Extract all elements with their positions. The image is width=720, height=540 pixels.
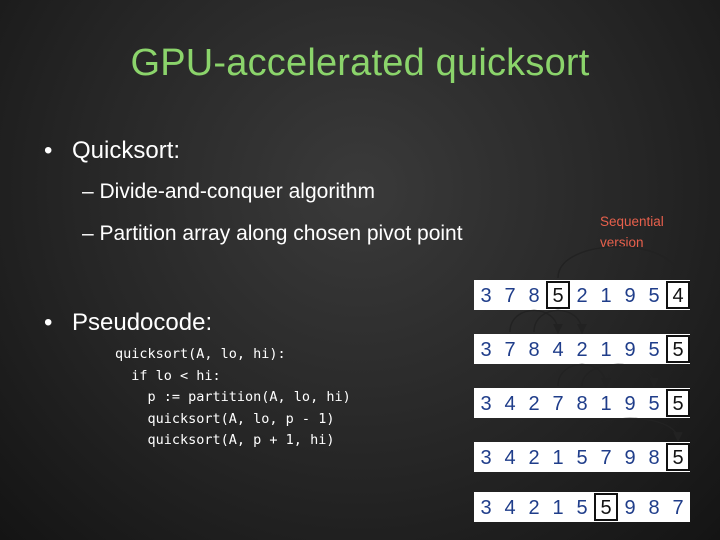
array-cell-value: 2 — [528, 447, 539, 469]
label-line: version — [600, 235, 644, 250]
code-line: quicksort(A, lo, p - 1) — [115, 410, 335, 427]
array-row-background — [474, 388, 690, 418]
array-cell-value: 4 — [552, 339, 563, 361]
array-cell-value: 8 — [648, 497, 659, 519]
bullet-pseudocode-text: Pseudocode: — [72, 309, 213, 336]
array-cell-value: 1 — [552, 447, 563, 469]
sequential-version-label: Sequential version — [600, 211, 700, 253]
array-cell-value: 3 — [480, 285, 491, 307]
array-cell-value: 8 — [528, 339, 539, 361]
array-cell-value: 4 — [672, 285, 683, 307]
array-cell-value: 2 — [528, 393, 539, 415]
array-cell-value: 9 — [624, 339, 635, 361]
pivot-box — [546, 281, 570, 309]
bullet-quicksort-text: Quicksort: — [72, 137, 181, 164]
array-cell-value: 3 — [480, 339, 491, 361]
array-cell-value: 8 — [576, 393, 587, 415]
array-cell-value: 5 — [552, 285, 563, 307]
array-cell-value: 9 — [624, 393, 635, 415]
sub-bullet-partition: – Partition array along chosen pivot poi… — [82, 222, 463, 245]
array-cell-value: 5 — [672, 339, 683, 361]
array-cell-value: 8 — [648, 447, 659, 469]
array-cell-value: 3 — [480, 497, 491, 519]
array-cell-value: 8 — [528, 285, 539, 307]
array-cell-value: 7 — [504, 339, 515, 361]
swap-arrow — [557, 246, 683, 280]
bullet-glyph: • — [44, 309, 53, 336]
array-cell-value: 1 — [552, 497, 563, 519]
array-cell-value: 3 — [480, 393, 491, 415]
swap-arrow — [557, 363, 611, 388]
array-cell-value: 7 — [552, 393, 563, 415]
array-cell-value: 2 — [576, 339, 587, 361]
array-cell-value: 5 — [672, 393, 683, 415]
code-line: quicksort(A, lo, hi): — [115, 346, 286, 362]
bullet-quicksort: • Quicksort: — [44, 137, 180, 165]
array-cell-value: 2 — [576, 285, 587, 307]
array-cell-value: 7 — [672, 497, 683, 519]
pivot-box — [666, 335, 690, 363]
pivot-box — [594, 493, 618, 521]
array-cell-value: 7 — [600, 447, 611, 469]
label-line: Sequential — [600, 214, 664, 229]
pivot-box — [666, 443, 690, 471]
swap-arrow — [533, 309, 587, 334]
swap-arrow — [581, 363, 659, 388]
array-row-background — [474, 442, 690, 472]
array-cell-value: 1 — [600, 393, 611, 415]
array-cell-value: 5 — [600, 497, 611, 519]
array-cell-value: 5 — [672, 447, 683, 469]
array-cell-value: 5 — [648, 285, 659, 307]
array-cell-value: 9 — [624, 447, 635, 469]
swap-arrow — [581, 417, 683, 442]
bullet-glyph: • — [44, 137, 53, 164]
slide-title: GPU-accelerated quicksort — [130, 42, 590, 84]
code-line: if lo < hi: — [115, 367, 221, 384]
array-row-background — [474, 280, 690, 310]
array-cell-value: 1 — [600, 285, 611, 307]
pivot-box — [666, 389, 690, 417]
array-cell-value: 1 — [600, 339, 611, 361]
array-cell-value: 5 — [576, 447, 587, 469]
array-row-background — [474, 334, 690, 364]
array-cell-value: 9 — [624, 497, 635, 519]
pivot-box — [666, 281, 690, 309]
code-line: p := partition(A, lo, hi) — [115, 389, 351, 405]
swap-arrow — [509, 309, 563, 334]
array-cell-value: 5 — [648, 339, 659, 361]
array-row-background — [474, 492, 690, 522]
array-cell-value: 9 — [624, 285, 635, 307]
array-cell-value: 7 — [504, 285, 515, 307]
code-line: quicksort(A, p + 1, hi) — [115, 432, 335, 448]
array-cell-value: 5 — [648, 393, 659, 415]
array-cell-value: 5 — [576, 497, 587, 519]
sub-bullet-divide: – Divide-and-conquer algorithm — [82, 180, 375, 203]
array-cell-value: 4 — [504, 497, 515, 519]
array-cell-value: 3 — [480, 447, 491, 469]
bullet-pseudocode: • Pseudocode: — [44, 309, 212, 337]
array-cell-value: 2 — [528, 497, 539, 519]
array-cell-value: 4 — [504, 393, 515, 415]
array-cell-value: 4 — [504, 447, 515, 469]
pseudocode-block: quicksort(A, lo, hi): if lo < hi: p := p… — [115, 344, 351, 452]
